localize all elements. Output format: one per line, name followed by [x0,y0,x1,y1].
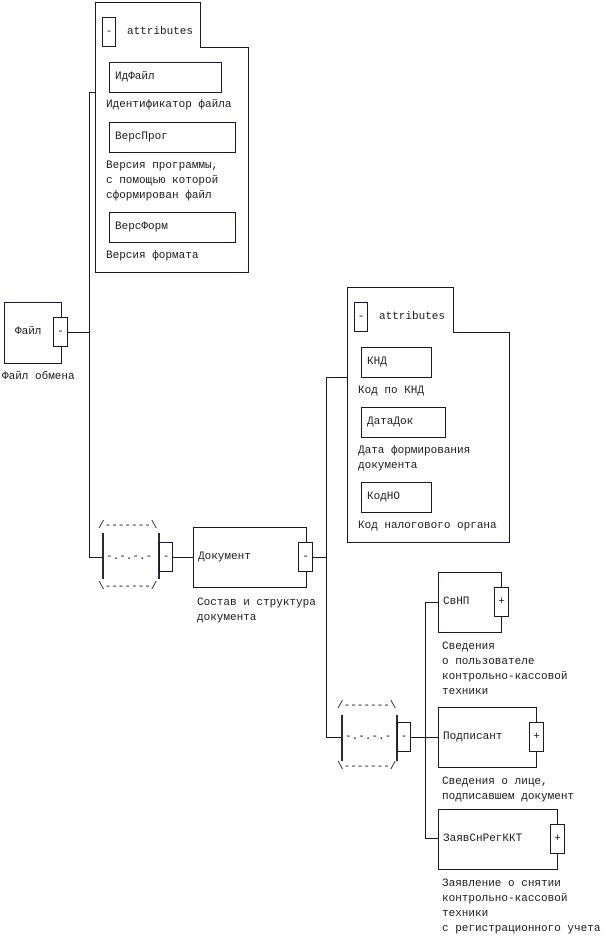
attribute-name: КНД [367,356,387,368]
element-description: Заявление о снятии контрольно-кассовой т… [442,878,601,935]
sequence-left-bar [102,533,104,579]
expand-toggle[interactable]: + [494,587,509,617]
sequence-top: /-------\ [337,700,397,712]
element-description: Файл обмена [2,371,75,383]
element-name: Подписант [443,731,503,743]
attribute-box[interactable]: ВерсФорм [109,212,236,243]
root-element-box[interactable]: Файл [4,302,62,364]
attribute-box[interactable]: КНД [361,347,432,378]
element-name: СвНП [443,596,470,608]
element-name: Документ [198,551,251,563]
attribute-box[interactable]: ИдФайл [109,62,222,93]
expand-toggle[interactable]: + [529,722,544,752]
collapse-toggle[interactable]: - [397,722,411,752]
attributes-panel-top-edge [453,332,510,333]
expand-toggle[interactable]: + [550,824,565,854]
attribute-name: ДатаДок [367,416,414,428]
attribute-box[interactable]: ДатаДок [361,407,446,438]
sequence-bottom: \-------/ [337,761,397,773]
attribute-box[interactable]: ВерсПрог [109,122,236,153]
connector [89,557,103,558]
attribute-description: Идентификатор файла [106,99,232,111]
element-name: ЗаявСнРегККТ [443,833,523,845]
collapse-toggle[interactable]: - [102,17,116,47]
attribute-box[interactable]: КодНО [361,482,432,513]
connector [89,92,90,558]
connector [326,377,348,378]
child-element-box[interactable]: ЗаявСнРегККТ [438,809,558,870]
connector [173,557,194,558]
attributes-header: attributes [379,311,446,323]
sequence-middle: -.-.-.- [106,551,153,563]
attribute-description: Код налогового органа [358,520,497,532]
attributes-panel-top-edge [200,47,249,48]
sequence-middle: -.-.-.- [345,731,392,743]
sequence-left-bar [341,715,343,761]
connector [425,602,426,839]
child-element-box[interactable]: Подписант [438,707,537,768]
collapse-toggle[interactable]: - [159,542,173,572]
attribute-description: Код по КНД [358,385,425,397]
connector [313,557,327,558]
collapse-toggle[interactable]: - [298,542,313,572]
connector [425,602,439,603]
attribute-name: ИдФайл [115,71,155,83]
attribute-description: Версия программы, с помощью которой сфор… [106,160,219,202]
attributes-header: attributes [127,26,194,38]
connector [425,838,439,839]
attribute-description: Версия формата [106,250,199,262]
sequence-top: /-------\ [98,520,158,532]
child-element-box[interactable]: СвНП [438,572,502,633]
document-element-box[interactable]: Документ [193,527,307,588]
attribute-description: Дата формирования документа [358,445,471,472]
attribute-name: КодНО [367,491,401,503]
element-description: Сведения о пользователе контрольно-кассо… [442,641,568,698]
collapse-toggle[interactable]: - [53,317,68,347]
connector [326,737,342,738]
attribute-name: ВерсФорм [115,221,168,233]
collapse-toggle[interactable]: - [354,302,368,332]
element-name: Файл [15,326,42,338]
connector [89,92,96,93]
connector [326,377,327,738]
sequence-bottom: \-------/ [98,581,158,593]
attribute-name: ВерсПрог [115,131,168,143]
element-description: Состав и структура документа [197,597,316,624]
element-description: Сведения о лице, подписавшем документ [442,776,575,803]
connector [68,332,90,333]
